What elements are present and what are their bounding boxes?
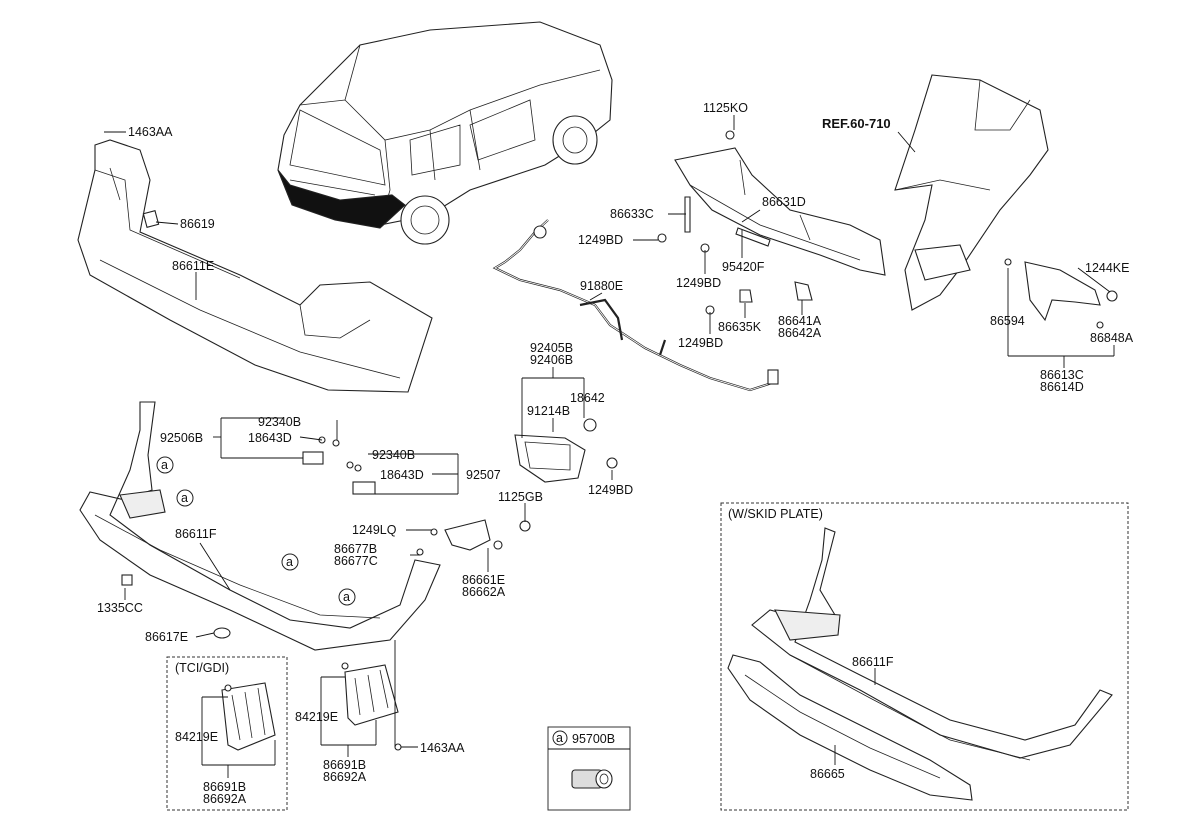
callout-a-3: a [281, 553, 299, 571]
label-1463AA-bottom: 1463AA [420, 741, 465, 755]
label-91214B: 91214B [527, 404, 570, 418]
skid-plate-box [720, 502, 1129, 811]
svg-text:a: a [556, 731, 563, 745]
label-86665: 86665 [810, 767, 845, 781]
tci-gdi-box [166, 656, 288, 811]
label-86641A: 86641A [778, 314, 822, 328]
label-86642A: 86642A [778, 326, 822, 340]
quarter-panel [894, 74, 1118, 329]
leader-lines [104, 115, 1115, 778]
parking-sensor [571, 769, 613, 789]
label-18642: 18642 [570, 391, 605, 405]
part-labels: REF.60-710 1463AA 86619 86611E 1125KO 86… [97, 101, 1134, 806]
label-1249BD-a: 1249BD [578, 233, 623, 247]
label-86662A: 86662A [462, 585, 506, 599]
label-92506B: 92506B [160, 431, 203, 445]
callout-a-4: a [338, 588, 356, 606]
label-86633C: 86633C [610, 207, 654, 221]
label-86611E: 86611E [172, 259, 214, 273]
callout-a-2: a [176, 489, 194, 507]
label-86677B: 86677B [334, 542, 377, 556]
label-1125GB: 1125GB [498, 490, 543, 504]
label-86691B-a: 86691B [203, 780, 246, 794]
label-86611F-skid: 86611F [852, 655, 894, 669]
bumper-beam-bracket [657, 130, 886, 315]
label-84219E-b: 84219E [295, 710, 338, 724]
label-1249BD-c: 1249BD [678, 336, 723, 350]
upper-bumper-cover [77, 139, 433, 393]
label-86692A-b: 86692A [323, 770, 367, 784]
lower-bumper-cover [79, 401, 531, 651]
label-92405B: 92405B [530, 341, 573, 355]
label-86594: 86594 [990, 314, 1025, 328]
label-86848A: 86848A [1090, 331, 1134, 345]
center-undercover-bracket [341, 662, 402, 751]
tci-gdi-bracket [221, 682, 276, 751]
label-1463AA-top: 1463AA [128, 125, 173, 139]
label-86619: 86619 [180, 217, 215, 231]
label-84219E-a: 84219E [175, 730, 218, 744]
label-86631D: 86631D [762, 195, 806, 209]
label-1125KO: 1125KO [703, 101, 748, 115]
label-86613C: 86613C [1040, 368, 1084, 382]
label-86691B-b: 86691B [323, 758, 366, 772]
label-92340B-b: 92340B [372, 448, 415, 462]
label-18643D-a: 18643D [248, 431, 292, 445]
label-1335CC: 1335CC [97, 601, 143, 615]
legend-callout-icon [552, 730, 568, 746]
vehicle-illustration [277, 21, 613, 245]
label-95420F: 95420F [722, 260, 765, 274]
label-86614D: 86614D [1040, 380, 1084, 394]
label-86661E: 86661E [462, 573, 505, 587]
svg-text:a: a [161, 458, 168, 472]
label-1244KE: 1244KE [1085, 261, 1129, 275]
label-1249LQ: 1249LQ [352, 523, 397, 537]
label-86617E: 86617E [145, 630, 188, 644]
skid-plate-label: (W/SKID PLATE) [728, 507, 823, 521]
label-91880E: 91880E [580, 279, 623, 293]
tci-gdi-label: (TCI/GDI) [175, 661, 229, 675]
label-92340B-a: 92340B [258, 415, 301, 429]
svg-text:a: a [181, 491, 188, 505]
svg-text:a: a [286, 555, 293, 569]
label-86635K: 86635K [718, 320, 762, 334]
label-92507: 92507 [466, 468, 501, 482]
label-86611F: 86611F [175, 527, 217, 541]
legend-part-label: 95700B [572, 732, 615, 746]
label-86692A-a: 86692A [203, 792, 247, 806]
label-1249BD-d: 1249BD [588, 483, 633, 497]
label-1249BD-b: 1249BD [676, 276, 721, 290]
wiring-harness [492, 219, 779, 392]
reference-label: REF.60-710 [822, 116, 891, 131]
skid-plate-bumper [751, 527, 1113, 761]
skid-plate [727, 654, 973, 801]
label-86677C: 86677C [334, 554, 378, 568]
sensor-brackets [302, 418, 618, 495]
label-92406B: 92406B [530, 353, 573, 367]
svg-text:a: a [343, 590, 350, 604]
label-18643D-b: 18643D [380, 468, 424, 482]
callout-a-1: a [156, 456, 174, 474]
